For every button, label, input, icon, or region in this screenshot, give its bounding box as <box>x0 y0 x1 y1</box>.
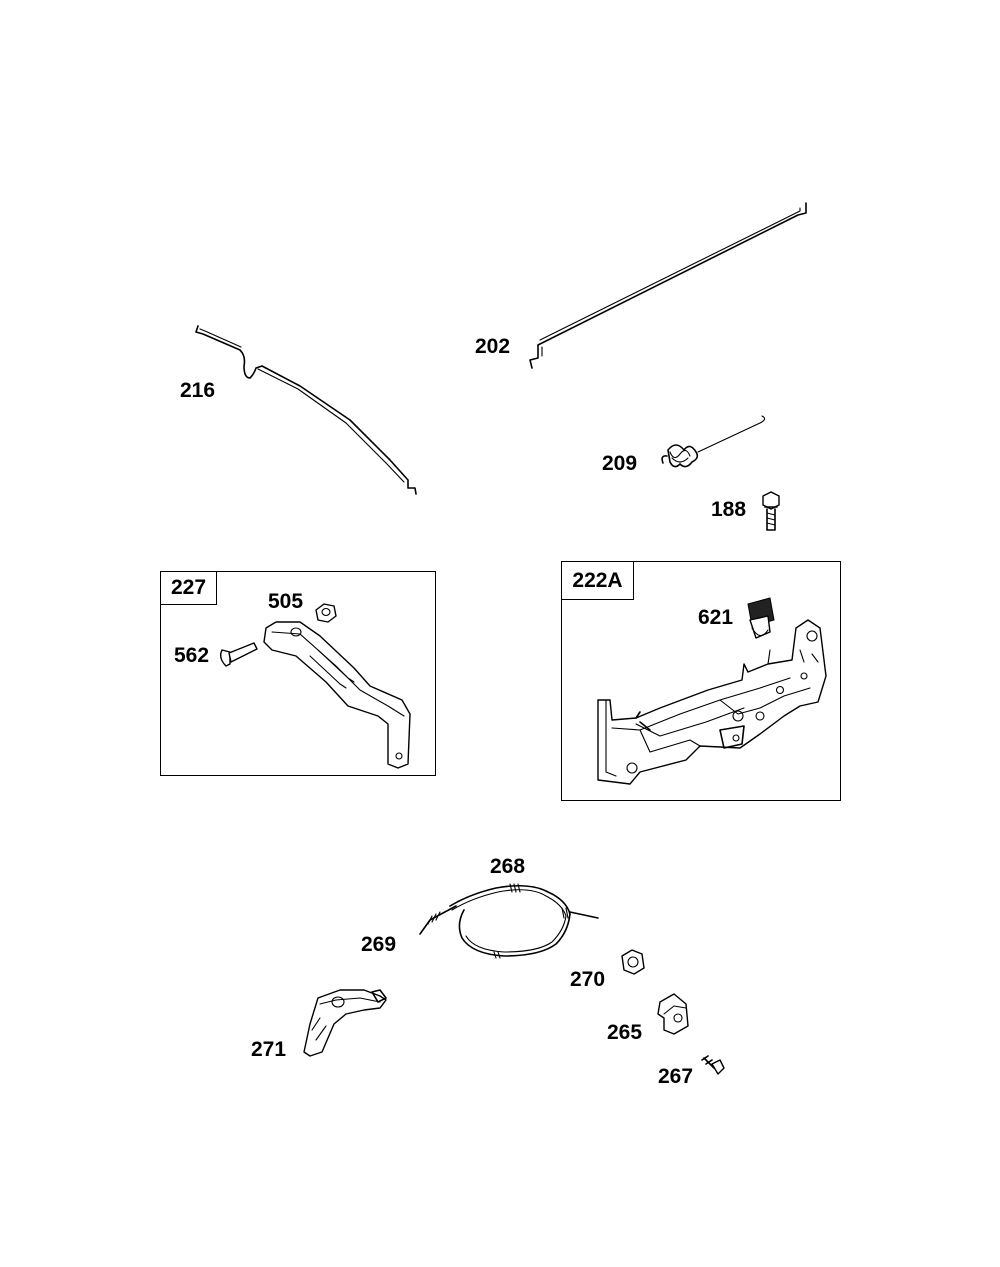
label-621: 621 <box>698 606 734 629</box>
assembly-box-227: 227 <box>160 571 436 776</box>
part-227-lever <box>263 621 411 769</box>
part-267-screw <box>701 1055 725 1075</box>
part-216-rod <box>195 325 417 495</box>
label-269: 269 <box>361 933 397 956</box>
label-505: 505 <box>268 590 304 613</box>
label-270: 270 <box>570 968 606 991</box>
part-562-pin <box>219 642 258 667</box>
label-267: 267 <box>658 1065 694 1088</box>
part-268-cable <box>419 883 599 959</box>
part-188-screw <box>762 491 780 531</box>
label-265: 265 <box>607 1021 643 1044</box>
part-222a-bracket <box>597 619 827 785</box>
label-562: 562 <box>174 644 210 667</box>
label-209: 209 <box>602 452 638 475</box>
label-188: 188 <box>711 498 747 521</box>
part-505-nut <box>315 603 337 623</box>
part-271-bracket <box>303 989 387 1057</box>
label-271: 271 <box>251 1038 287 1061</box>
assembly-tag-222a: 222A <box>562 562 634 600</box>
label-216: 216 <box>180 379 216 402</box>
label-268: 268 <box>490 855 526 878</box>
part-270-nut <box>621 949 645 975</box>
assembly-box-222a: 222A <box>561 561 841 801</box>
part-202-rod <box>529 202 807 369</box>
label-202: 202 <box>475 335 511 358</box>
assembly-tag-227: 227 <box>161 572 217 605</box>
part-209-spring <box>661 415 766 468</box>
part-621-clip <box>747 597 775 639</box>
part-265-clip <box>657 993 689 1035</box>
